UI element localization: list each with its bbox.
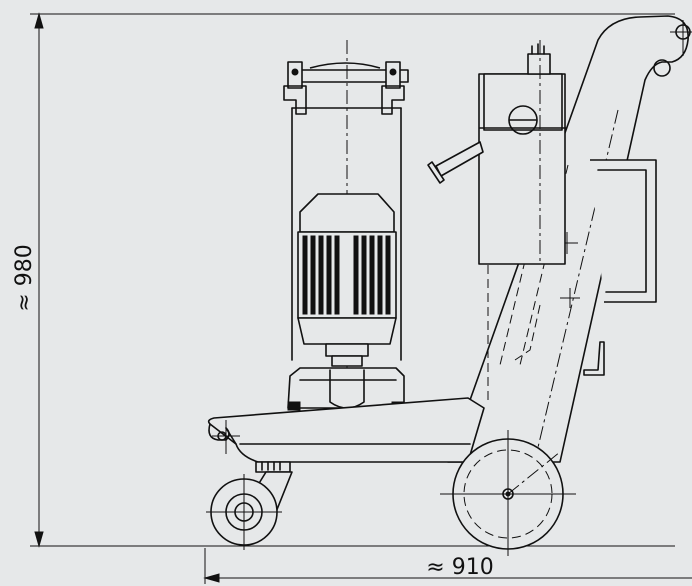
handle-frame xyxy=(447,15,692,463)
rear-wheel xyxy=(440,430,576,556)
cover-clamp-left xyxy=(283,61,307,115)
swivel-castor xyxy=(206,461,293,550)
motor-cooling-fins xyxy=(302,235,391,315)
height-dimension: ≈ 980 xyxy=(12,12,675,548)
motor xyxy=(297,193,397,367)
width-dimension-label: ≈ 910 xyxy=(426,555,493,580)
pump-base xyxy=(287,367,405,411)
side-bracket xyxy=(514,159,657,376)
chassis xyxy=(207,397,485,463)
cover-clamp-right xyxy=(381,61,405,115)
width-dimension: ≈ 910 xyxy=(203,548,692,584)
control-box xyxy=(427,40,567,400)
height-dimension-label: ≈ 980 xyxy=(12,244,37,311)
